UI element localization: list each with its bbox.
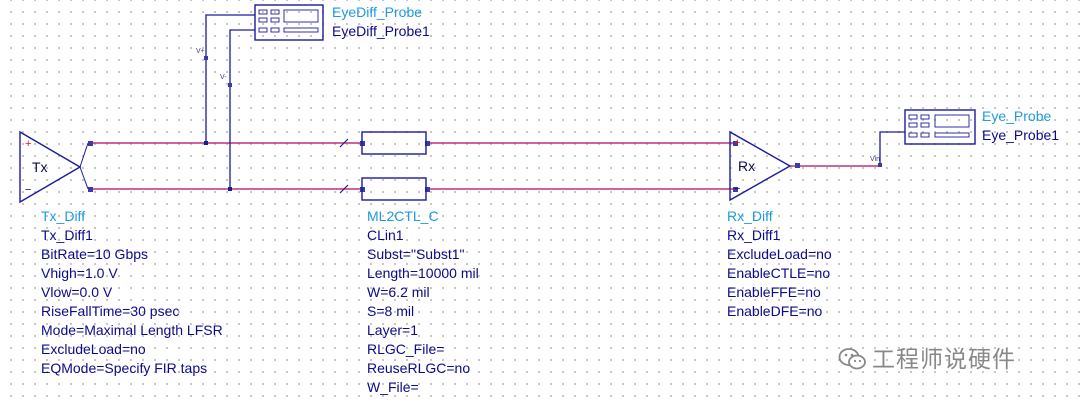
probe-taps [205,14,905,189]
tx-param-line: EQMode=Specify FIR taps [41,360,208,376]
tline-param-line: Subst="Subst1" [367,246,465,262]
tx-plus-sign: + [25,138,32,150]
tx-symbol[interactable] [19,130,82,204]
tline-param-line: W_File= [367,379,419,395]
tx-lead-minus [79,166,89,190]
wire-eye-probe-vin[interactable] [879,131,905,166]
tline-param-line: ML2CTL_C [367,208,439,224]
tx-param-line: Vhigh=1.0 V [41,265,118,281]
tline-param-line: RLGC_File= [367,341,445,357]
rx-params: Rx_Diff Rx_Diff1 ExcludeLoad=no EnableCT… [727,207,832,321]
tx-param-line: ExcludeLoad=no [41,341,146,357]
wire-probe-vplus[interactable] [205,14,255,143]
pin-label-vin: Vin [870,156,880,163]
eye-probe-label: Eye_Probe Eye_Probe1 [982,107,1059,145]
junction-minus [228,187,232,191]
tx-param-line: Tx_Diff [41,208,86,224]
rx-param-line: Rx_Diff1 [727,227,781,243]
wechat-icon [838,348,866,370]
tline-tick-upper [339,138,349,148]
eyediff-probe-instance: EyeDiff_Probe1 [332,23,430,39]
tx-lead-plus [79,142,89,168]
junction-plus [204,141,208,145]
eyediff-probe-name: EyeDiff_Probe [332,4,423,20]
pin-label-vplus: V+ [196,48,205,55]
rx-param-line: EnableCTLE=no [727,265,831,281]
rx-minus-sign: − [734,183,741,195]
tx-param-line: Tx_Diff1 [41,227,93,243]
eye-probe-instance: Eye_Probe1 [982,127,1060,143]
eye-probe-symbol[interactable] [904,109,976,145]
tx-param-line: Vlow=0.0 V [41,284,113,300]
pin-markers [88,56,882,192]
tline-lower[interactable] [361,177,427,201]
tline-tick-lower [339,184,349,194]
watermark-text: 工程师说硬件 [872,347,1016,373]
tline-param-line: W=6.2 mil [367,284,430,300]
tline-param-line: S=8 mil [367,303,415,319]
pin-label-vminus: V- [220,74,227,81]
tline-upper[interactable] [361,131,427,155]
watermark: 工程师说硬件 [838,340,1016,374]
eyediff-probe-label: EyeDiff_Probe EyeDiff_Probe1 [332,3,430,41]
eyediff-probe-symbol[interactable] [254,4,324,41]
rx-param-line: EnableDFE=no [727,303,823,319]
tline-param-line: Layer=1 [367,322,418,338]
tx-minus-sign: − [25,184,32,196]
tline-param-line: Length=10000 mil [367,265,479,281]
tline-params: ML2CTL_C CLin1 Subst="Subst1" Length=100… [367,207,479,397]
rx-plus-sign: + [734,137,741,149]
tx-param-line: RiseFallTime=30 psec [41,303,180,319]
wires [90,142,880,190]
rx-param-line: Rx_Diff [727,208,773,224]
tx-symbol-text: Tx [32,159,48,175]
tline-param-line: ReuseRLGC=no [367,360,471,376]
wire-probe-vminus[interactable] [229,29,255,189]
tx-param-line: BitRate=10 Gbps [41,246,149,262]
tx-param-line: Mode=Maximal Length LFSR [41,322,223,338]
tx-params: Tx_Diff Tx_Diff1 BitRate=10 Gbps Vhigh=1… [41,207,223,378]
tline-param-line: CLin1 [367,227,404,243]
rx-symbol-text: Rx [738,158,756,174]
eye-probe-name: Eye_Probe [982,108,1052,124]
junctions [204,141,232,191]
rx-symbol[interactable] [729,130,792,202]
rx-param-line: EnableFFE=no [727,284,821,300]
rx-param-line: ExcludeLoad=no [727,246,832,262]
